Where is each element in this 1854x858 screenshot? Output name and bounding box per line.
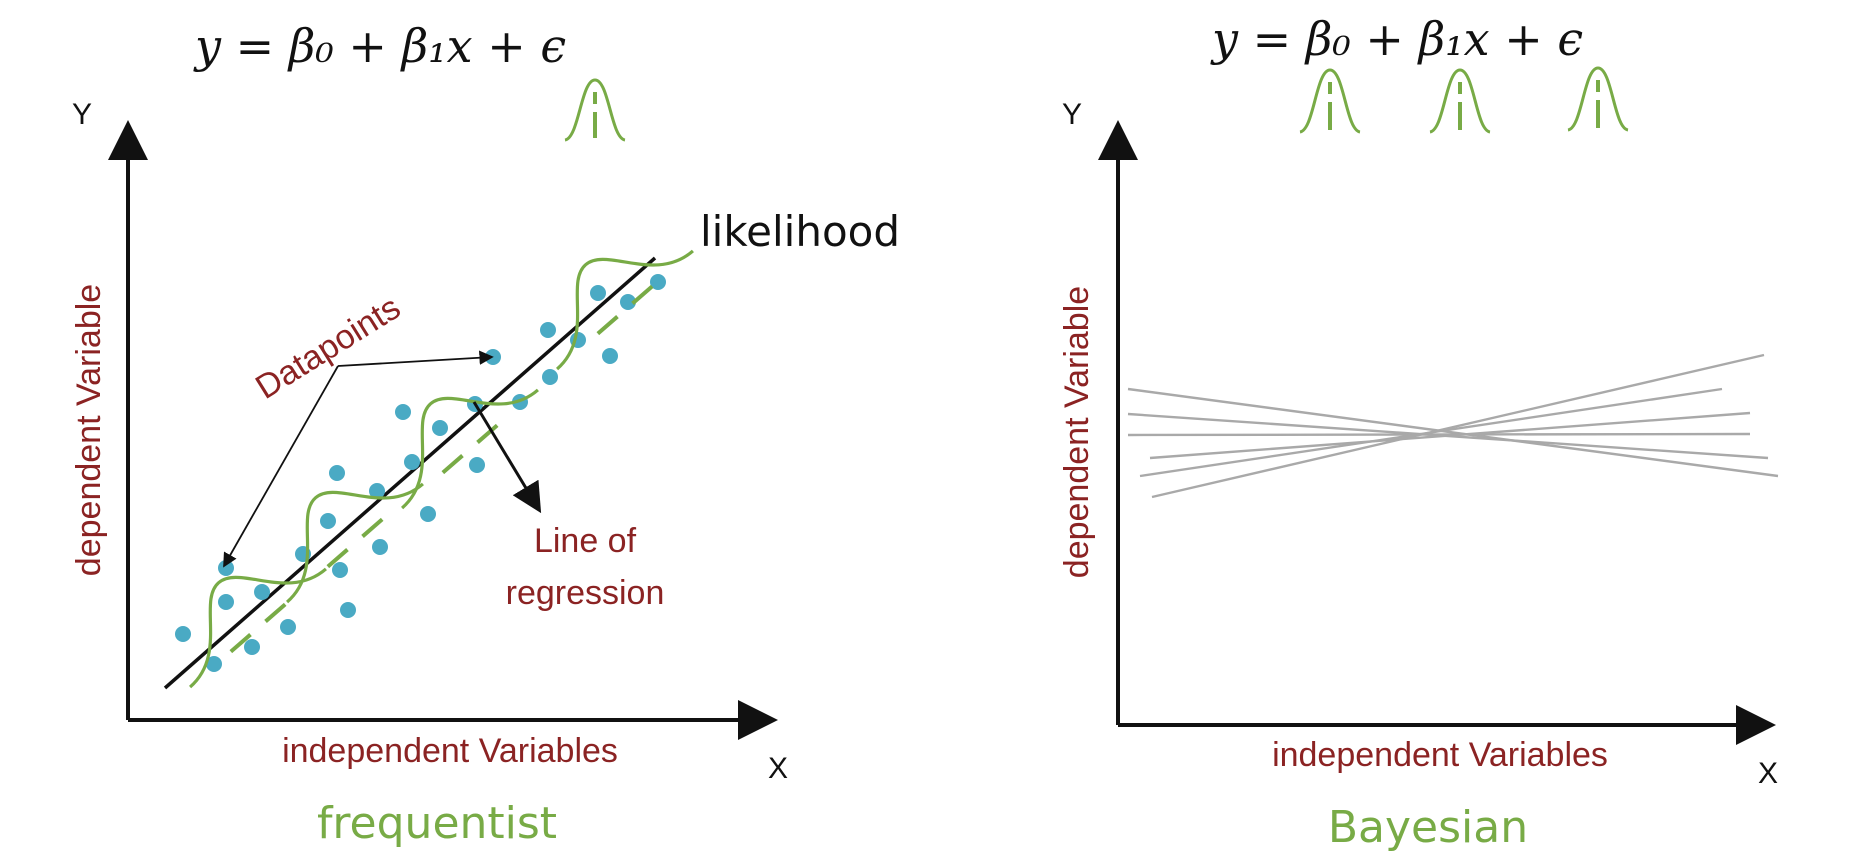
datapoint [542,369,558,385]
left-y-letter: Y [72,98,92,131]
datapoint [340,602,356,618]
right-x-letter: X [1758,757,1778,790]
likelihood-curve [556,249,694,371]
datapoint [404,454,420,470]
datapoint [420,506,436,522]
left-x-axis-label: independent Variables [282,732,618,770]
posterior-line [1149,411,1751,460]
gaussian-bump-icon [1429,68,1491,134]
bayesian-caption: Bayesian [1328,802,1528,853]
likelihood-curve [189,567,327,689]
datapoint [395,404,411,420]
datapoint [329,465,345,481]
datapoints-arrow [223,365,339,568]
datapoint [602,348,618,364]
posterior-regression-lines [1127,353,1779,499]
datapoint [218,594,234,610]
regression-arrow [472,401,542,514]
datapoint [369,483,385,499]
datapoint [175,626,191,642]
posterior-line [1127,432,1751,437]
datapoint [469,457,485,473]
right-y-axis-label: dependent Variable [1058,286,1096,578]
datapoint [372,539,388,555]
datapoints-label: Datapoints [249,288,407,406]
datapoint [590,285,606,301]
frequentist-panel: y = β₀ + β₁x + ϵ Y X dependent Variable … [70,19,900,849]
right-x-axis-label: independent Variables [1272,736,1608,774]
datapoint [650,274,666,290]
datapoint [620,294,636,310]
frequentist-caption: frequentist [317,798,557,849]
gaussian-bump-icon [1567,66,1629,132]
datapoints-arrow [337,350,494,367]
regression-label-line1: Line of [534,522,637,560]
datapoint [320,513,336,529]
posterior-line [1151,353,1765,499]
left-equation: y = β₀ + β₁x + ϵ [193,19,566,73]
posterior-line [1127,387,1779,478]
left-x-letter: X [768,752,788,785]
likelihood-curve [286,482,424,604]
regression-line [163,256,657,690]
left-y-axis-label: dependent Variable [70,284,108,576]
likelihood-curves [189,249,694,689]
gaussian-bump-icon [1299,68,1361,134]
likelihood-label: likelihood [700,207,900,256]
gaussian-bump-icon [564,78,626,142]
datapoint [206,656,222,672]
right-equation: y = β₀ + β₁x + ϵ [1210,12,1583,66]
bayesian-panel: y = β₀ + β₁x + ϵ Y X dependent Variable … [1058,12,1779,853]
likelihood-curve [401,388,539,510]
datapoint [332,562,348,578]
regression-label-line2: regression [506,574,665,612]
datapoint [432,420,448,436]
datapoint [244,639,260,655]
right-y-letter: Y [1062,98,1082,131]
datapoint [254,584,270,600]
datapoint [280,619,296,635]
datapoint [540,322,556,338]
